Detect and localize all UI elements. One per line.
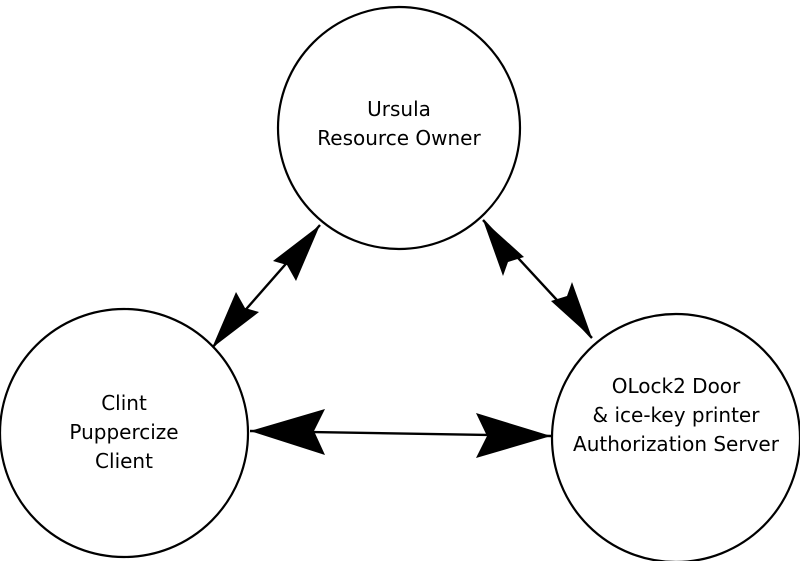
arrowhead-at-ursula-right — [483, 220, 524, 276]
arrowhead-at-olock-left — [476, 413, 551, 458]
node-olock-circle — [550, 312, 800, 561]
arrowhead-at-clint-right — [250, 409, 325, 455]
node-ursula-label-2: Resource Owner — [317, 126, 481, 150]
node-ursula-circle — [276, 5, 522, 251]
node-ursula-label-1: Ursula — [367, 97, 431, 121]
arrowhead-at-clint — [212, 292, 259, 348]
node-clint-label-3: Client — [95, 449, 153, 473]
arrowhead-at-ursula — [273, 225, 320, 281]
node-olock-label-3: Authorization Server — [573, 432, 780, 456]
node-ursula: Ursula Resource Owner — [276, 5, 522, 251]
arrowhead-at-olock — [551, 282, 592, 338]
node-clint-circle — [0, 307, 250, 559]
node-olock: OLock2 Door & ice-key printer Authorizat… — [550, 312, 800, 561]
node-clint-label-1: Clint — [101, 391, 147, 415]
node-clint-label-2: Puppercize — [69, 420, 178, 444]
node-clint: Clint Puppercize Client — [0, 307, 250, 559]
node-olock-label-1: OLock2 Door — [612, 374, 741, 398]
node-olock-label-2: & ice-key printer — [593, 403, 761, 427]
